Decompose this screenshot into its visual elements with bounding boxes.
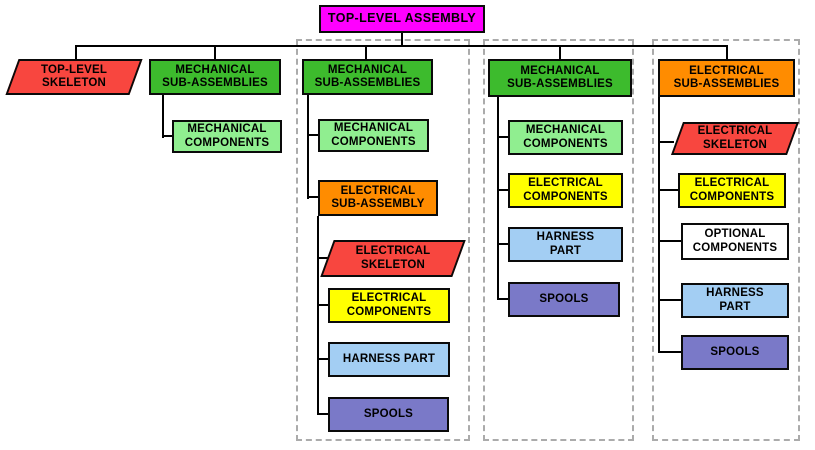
node-mechanical-components-3: MECHANICAL COMPONENTS xyxy=(508,120,623,155)
node-electrical-components-1: ELECTRICAL COMPONENTS xyxy=(328,288,450,323)
node-label: ELECTRICAL SKELETON xyxy=(697,125,773,151)
node-top-level-assembly: TOP-LEVEL ASSEMBLY xyxy=(319,5,485,33)
connector-col3-stub-harness xyxy=(317,358,330,360)
node-mechanical-components-1: MECHANICAL COMPONENTS xyxy=(172,120,282,153)
node-mechanical-components-2: MECHANICAL COMPONENTS xyxy=(318,119,429,152)
connector-col3-stub-elecsub xyxy=(307,196,320,198)
node-harness-part-2: HARNESS PART xyxy=(508,227,623,262)
node-optional-components: OPTIONAL COMPONENTS xyxy=(681,223,789,260)
connector-root-stem xyxy=(401,33,403,47)
connector-col3-trunk-1 xyxy=(307,95,309,199)
connector-col5-stub-harness xyxy=(658,299,683,301)
node-label: ELECTRICAL SKELETON xyxy=(355,245,431,271)
connector-drop-col5 xyxy=(726,45,728,60)
node-electrical-components-2: ELECTRICAL COMPONENTS xyxy=(508,173,623,208)
node-mechanical-sub-assemblies-3: MECHANICAL SUB-ASSEMBLIES xyxy=(488,59,632,97)
connector-drop-skeleton xyxy=(75,45,77,60)
connector-col4-trunk xyxy=(497,97,499,300)
node-electrical-sub-assemblies: ELECTRICAL SUB-ASSEMBLIES xyxy=(658,59,795,97)
connector-col4-stub-spools xyxy=(497,298,510,300)
connector-col4-stub-harness xyxy=(497,243,510,245)
connector-col4-stub-elec xyxy=(497,189,510,191)
connector-col2-trunk xyxy=(162,95,164,138)
node-spools-1: SPOOLS xyxy=(328,397,449,432)
connector-col5-stub-optional xyxy=(658,240,683,242)
node-mechanical-sub-assemblies-1: MECHANICAL SUB-ASSEMBLIES xyxy=(149,59,281,95)
node-electrical-components-3: ELECTRICAL COMPONENTS xyxy=(678,173,786,208)
node-electrical-skeleton-2: ELECTRICAL SKELETON xyxy=(668,122,802,155)
connector-col4-stub-mech xyxy=(497,136,510,138)
node-spools-3: SPOOLS xyxy=(681,335,789,370)
connector-col3-stub-spools xyxy=(317,413,330,415)
connector-col5-stub-skeleton xyxy=(658,141,674,143)
connector-col3-trunk-2 xyxy=(317,216,319,415)
connector-col5-stub-spools xyxy=(658,351,683,353)
connector-main-horizontal xyxy=(75,45,728,47)
node-electrical-sub-assembly: ELECTRICAL SUB-ASSEMBLY xyxy=(318,180,438,216)
node-mechanical-sub-assemblies-2: MECHANICAL SUB-ASSEMBLIES xyxy=(302,59,433,95)
connector-col3-stub-mech xyxy=(307,134,320,136)
node-harness-part-1: HARNESS PART xyxy=(328,342,450,377)
node-label: TOP-LEVEL SKELETON xyxy=(40,63,108,90)
node-spools-2: SPOOLS xyxy=(508,282,620,317)
connector-col5-trunk xyxy=(658,97,660,353)
connector-drop-col2 xyxy=(214,45,216,60)
connector-col3-stub-skeleton xyxy=(317,257,330,259)
dashed-group-mechanical-with-electrical xyxy=(296,39,470,441)
connector-col5-stub-elec xyxy=(658,189,680,191)
connector-col3-stub-eleccomp xyxy=(317,304,330,306)
connector-drop-col4 xyxy=(559,45,561,60)
dashed-group-mechanical-flat xyxy=(483,39,634,441)
connector-col2-stub xyxy=(162,135,174,137)
node-electrical-skeleton-1: ELECTRICAL SKELETON xyxy=(318,240,468,277)
node-top-level-skeleton: TOP-LEVEL SKELETON xyxy=(3,59,145,95)
dashed-group-electrical xyxy=(652,39,800,441)
node-harness-part-3: HARNESS PART xyxy=(681,283,789,318)
connector-drop-col3 xyxy=(365,45,367,60)
